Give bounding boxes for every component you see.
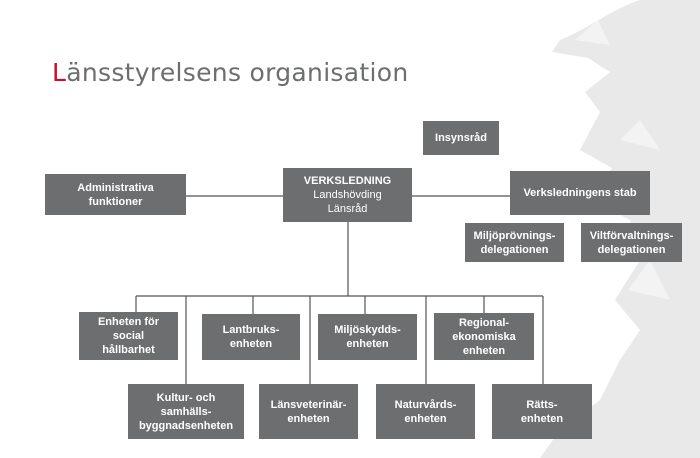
label-line: delegationen [597,243,666,256]
label-line: samhälls- [160,405,212,418]
box-verksledningens-stab: Verksledningens stab [510,171,650,215]
label-line: Miljöskydds- [334,324,401,336]
label-line: funktioner [88,195,143,208]
label-line: enheten [229,338,273,350]
label-line: Regional- [458,316,510,329]
box-administrativa-funktioner: Administrativa funktioner [45,174,186,215]
label-line: Enheten för [97,316,160,328]
label-line: Naturvårds- [394,398,457,411]
label-line: Lantbruks- [222,324,280,336]
label-line: social [112,330,145,342]
box-unit-kultur-samhallsbyggnad: Kultur- och samhälls- byggnadsenheten [128,384,244,439]
label-line: byggnadsenheten [138,419,234,432]
label-line: ekonomiska [452,330,516,343]
box-unit-lantbruk: Lantbruks- enheten [202,314,300,360]
title-rest: änsstyrelsens organisation [66,58,409,87]
label-line: hållbarhet [102,344,155,356]
label-line: enheten [346,338,389,350]
box-viltforvaltningsdelegationen: Viltförvaltnings- delegationen [581,223,682,262]
label-line: enheten [287,412,330,425]
label-line: Länsråd [327,203,368,215]
label-line: Administrativa [77,181,154,194]
label-line: enheten [520,412,564,425]
box-unit-lansveterinar: Länsveterinär- enheten [259,384,358,439]
box-unit-regionalekonomiska: Regional- ekonomiska enheten [434,313,534,360]
box-verksledning: VERKSLEDNING Landshövding Länsråd [283,168,412,222]
title-first-letter: L [52,58,67,87]
label-line: VERKSLEDNING [303,175,392,187]
box-unit-ratts: Rätts- enheten [492,384,592,439]
box-insynsrad: Insynsråd [423,121,499,155]
label-line: delegationen [480,243,549,256]
label-line: Miljöprövnings- [473,229,556,242]
label-line: enheten [462,344,506,357]
label-line: Rätts- [526,398,558,411]
label-line: Landshövding [313,189,382,201]
box-unit-miljoskydd: Miljöskydds- enheten [318,314,417,360]
label-line: Viltförvaltnings- [589,229,674,242]
box-unit-social-hallbarhet: Enheten för social hållbarhet [79,312,178,360]
label-line: Insynsråd [435,132,487,144]
box-miljoprovningsdelegationen: Miljöprövnings- delegationen [465,223,564,262]
box-unit-naturvard: Naturvårds- enheten [376,384,475,439]
label-line: Kultur- och [156,391,216,404]
label-line: Verksledningens stab [523,187,637,199]
label-line: Länsveterinär- [270,398,347,411]
label-line: enheten [404,412,447,425]
page-title: Länsstyrelsens organisation [52,58,408,87]
